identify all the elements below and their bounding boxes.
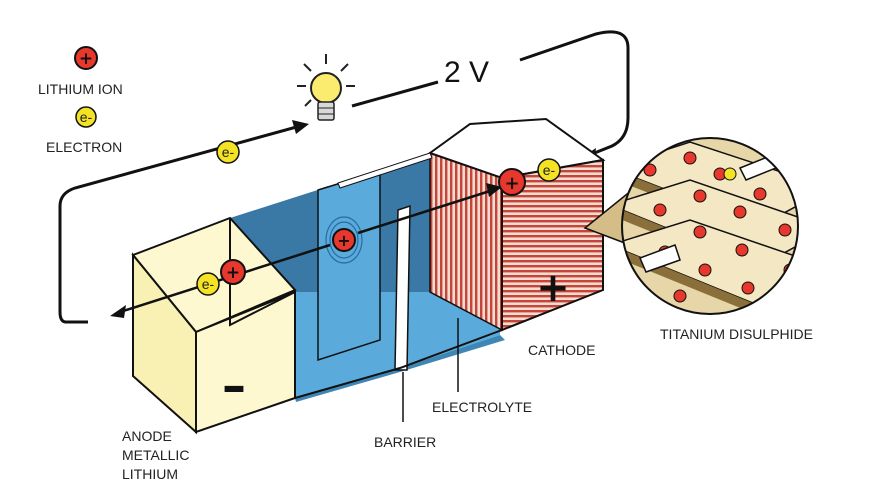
anode-label-line2: METALLIC <box>122 447 189 463</box>
lithium-ion-icon <box>74 46 98 70</box>
lithium-ion-icon <box>332 228 356 252</box>
legend: + LITHIUM ION e- ELECTRON <box>38 46 123 155</box>
electron-marker: e- <box>202 276 215 292</box>
ion-marker: + <box>337 231 350 250</box>
lithium-ion-symbol: + <box>79 49 93 69</box>
electron-icon <box>537 158 561 182</box>
anode-label-line3: LITHIUM <box>122 466 178 482</box>
circuit-wire <box>58 30 630 324</box>
electron-marker: e- <box>543 162 556 178</box>
electron-marker: e- <box>222 144 235 160</box>
electrolyte-label: ELECTROLYTE <box>432 399 532 415</box>
lithium-ion-label: LITHIUM ION <box>38 81 123 97</box>
electron-symbol: e- <box>80 109 93 125</box>
lithium-ion-icon <box>498 168 526 196</box>
lithium-ion-icon <box>220 259 246 285</box>
ion-path-arrow <box>357 183 502 235</box>
cathode-label: CATHODE <box>528 342 595 358</box>
anode-label-line1: ANODE <box>122 428 172 444</box>
electron-label: ELECTRON <box>46 139 122 155</box>
bulb-icon <box>297 54 355 121</box>
electron-icon <box>196 272 220 296</box>
electron-icon <box>75 106 97 128</box>
ion-marker: + <box>226 263 240 283</box>
barrier-label: BARRIER <box>374 434 436 450</box>
battery-cell <box>131 117 606 435</box>
electron-icon <box>216 140 240 164</box>
anode-minus-sign: – <box>222 358 246 414</box>
wire-arrowhead <box>292 120 309 134</box>
titanium-disulphide-label: TITANIUM DISULPHIDE <box>660 326 813 342</box>
cathode-plus-sign: + <box>536 265 570 311</box>
ion-marker: + <box>504 173 519 194</box>
titanium-disulphide-zoom <box>621 137 799 315</box>
voltage-label: 2 V <box>444 56 489 89</box>
